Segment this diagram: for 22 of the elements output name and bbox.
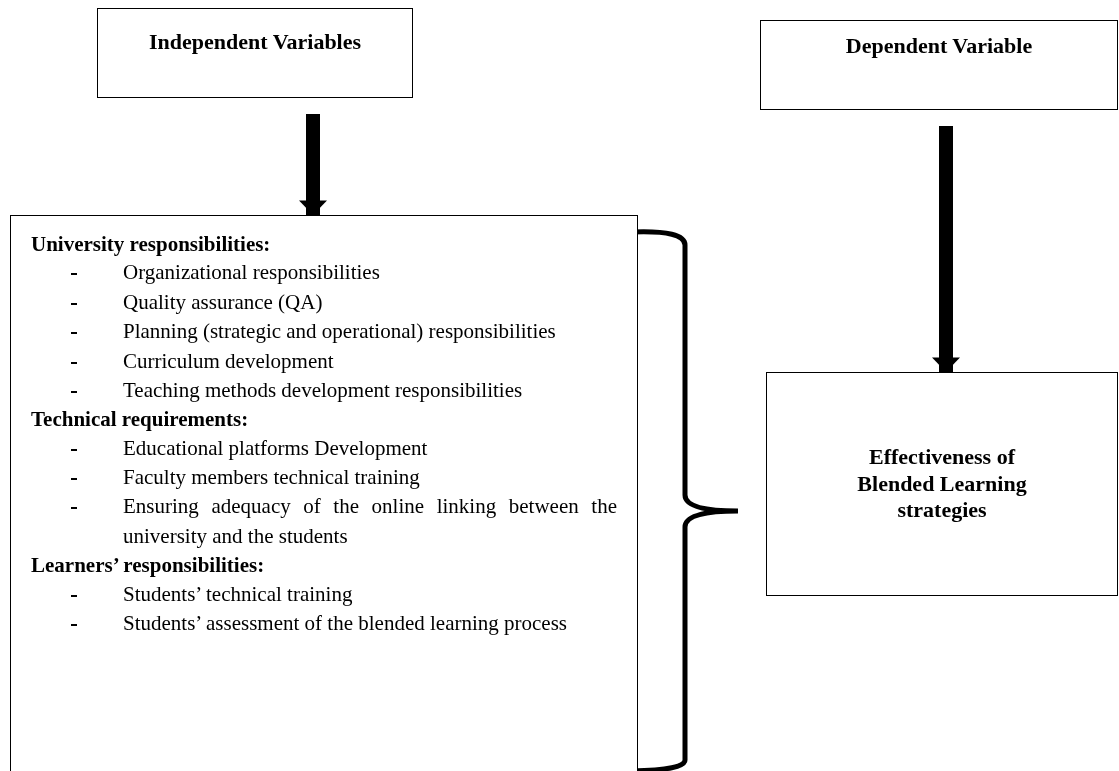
section-heading: University responsibilities: <box>31 231 272 258</box>
list-item: Planning (strategic and operational) responsibilities <box>123 319 556 344</box>
variable-box <box>760 20 1118 110</box>
outcome-box <box>766 372 1118 596</box>
variable-box <box>97 8 413 98</box>
box-label: Effectiveness of Blended Learning strategies <box>856 444 1028 524</box>
section-heading: Technical requirements: <box>31 406 250 434</box>
section-heading: Learners’ responsibilities: <box>31 552 266 580</box>
list-item: Faculty members technical training <box>123 465 420 490</box>
arrow <box>299 114 327 215</box>
list-item: Quality assurance (QA) <box>123 289 323 314</box>
list-item: Students’ technical training <box>123 581 353 606</box>
list-item: Organizational responsibilities <box>123 260 380 285</box>
box-label: Independent Variables <box>148 28 362 56</box>
list-item: Teaching methods development responsibilities <box>123 377 523 402</box>
list-item: Students’ assessment of the blended learning process <box>123 610 567 635</box>
list-item: Educational platforms Development <box>123 435 428 460</box>
box-label: Dependent Variable <box>845 32 1033 60</box>
list-item: Ensuring adequacy of the online linking between the university and the students <box>123 494 617 548</box>
list-item: Curriculum development <box>123 348 334 373</box>
arrow <box>932 126 960 372</box>
factor-list-box <box>10 215 638 771</box>
